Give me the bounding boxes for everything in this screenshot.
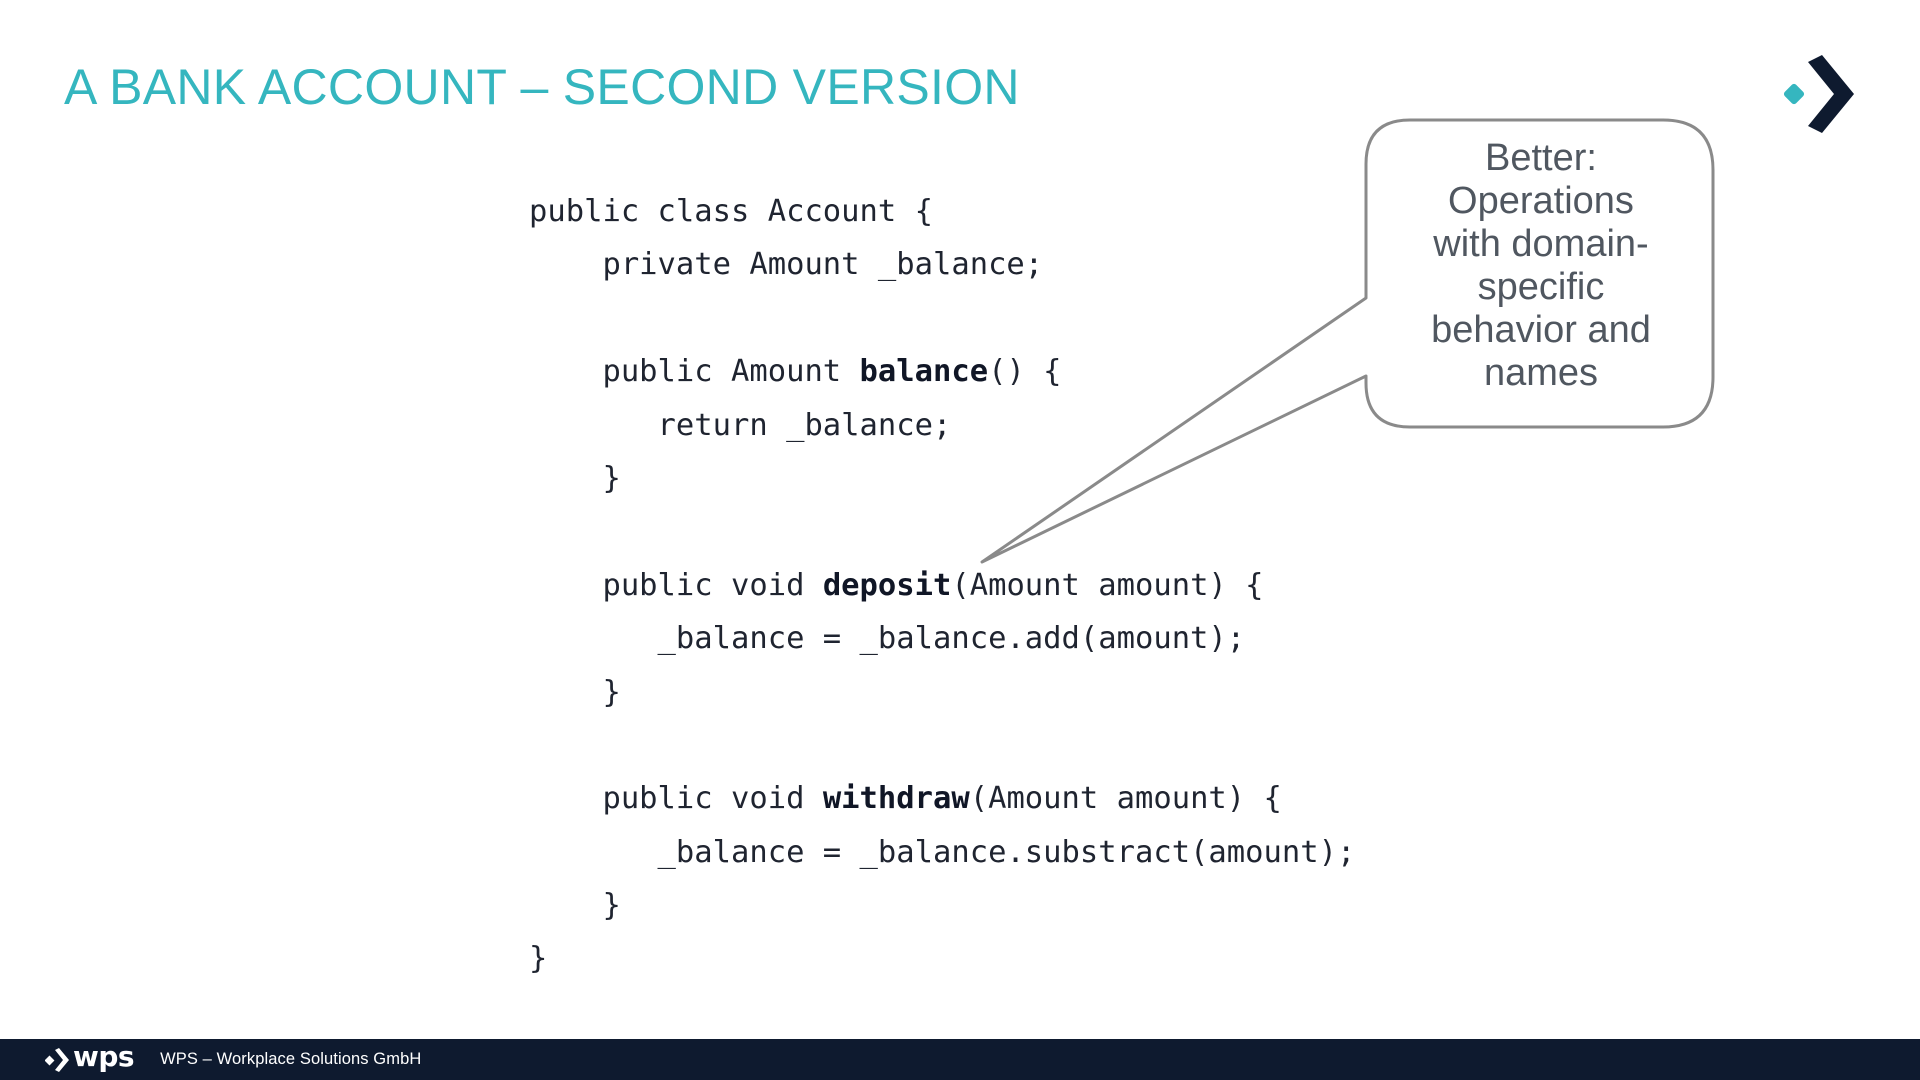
code-text: () {	[988, 354, 1062, 390]
code-text: _balance = _balance.add(amount);	[529, 621, 1246, 657]
code-line	[529, 719, 1355, 772]
footer-logo: wps	[45, 1039, 135, 1074]
code-line	[529, 292, 1355, 345]
code-line: _balance = _balance.add(amount);	[529, 612, 1355, 665]
method-name: deposit	[822, 567, 952, 603]
wps-chevron-small-icon	[45, 1047, 69, 1072]
code-text: public void	[529, 567, 823, 603]
footer-brand: wps	[73, 1039, 135, 1073]
code-text: public Amount	[529, 354, 860, 390]
footer-company-name: WPS – Workplace Solutions GmbH	[160, 1050, 422, 1068]
code-line: }	[529, 879, 1355, 932]
code-text: (Amount amount) {	[969, 781, 1282, 817]
code-line	[529, 505, 1355, 558]
callout-line: with domain-	[1433, 223, 1649, 265]
code-block: public class Account { private Amount _b…	[529, 185, 1355, 986]
code-line: public void deposit(Amount amount) {	[529, 559, 1355, 612]
code-text: }	[529, 888, 621, 924]
method-name: withdraw	[822, 781, 970, 817]
wps-chevron-logo-icon	[1783, 55, 1854, 133]
code-text: }	[529, 674, 621, 710]
footer-bar: wps WPS – Workplace Solutions GmbH	[0, 1039, 1920, 1080]
callout-line: specific	[1477, 266, 1605, 308]
code-line: }	[529, 932, 1355, 985]
code-line: public class Account {	[529, 185, 1355, 238]
code-text: private Amount _balance;	[529, 247, 1044, 283]
code-text: (Amount amount) {	[951, 567, 1264, 603]
code-text: }	[529, 460, 621, 496]
callout-line: names	[1483, 352, 1599, 394]
callout-line: behavior and	[1431, 309, 1651, 351]
code-text: }	[529, 941, 548, 977]
method-name: balance	[859, 354, 989, 390]
code-line: }	[529, 666, 1355, 719]
code-line: public Amount balance() {	[529, 345, 1355, 398]
code-line: return _balance;	[529, 399, 1355, 452]
code-text: _balance = _balance.substract(amount);	[529, 834, 1356, 870]
code-line: public void withdraw(Amount amount) {	[529, 772, 1355, 825]
slide-title: A BANK ACCOUNT – SECOND VERSION	[64, 59, 1020, 115]
callout-line: Operations	[1448, 180, 1634, 222]
code-text: public class Account {	[529, 194, 933, 229]
code-line: }	[529, 452, 1355, 505]
code-line: _balance = _balance.substract(amount);	[529, 826, 1356, 879]
code-text: public void	[529, 781, 823, 817]
code-text: return _balance;	[529, 407, 952, 443]
code-line: private Amount _balance;	[529, 238, 1355, 291]
callout-line: Better:	[1485, 137, 1597, 179]
